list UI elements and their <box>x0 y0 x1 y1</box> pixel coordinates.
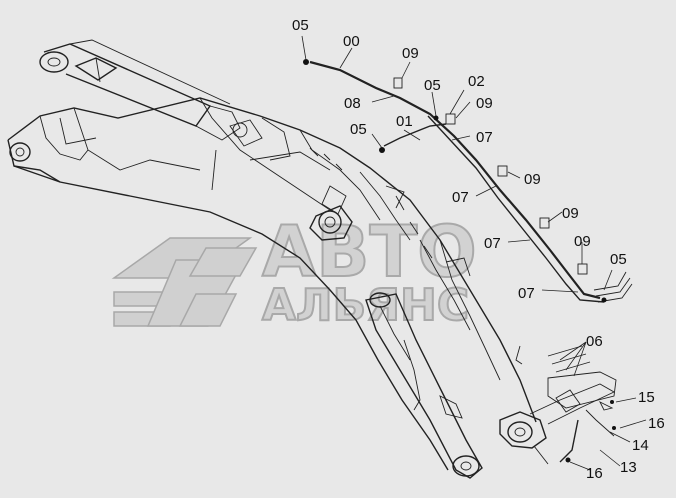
callout-07: 07 <box>476 129 493 146</box>
callout-06: 06 <box>586 333 603 350</box>
leader-lines <box>301 35 647 471</box>
hose-lines <box>309 60 633 303</box>
clamp-icon <box>577 263 588 275</box>
callout-09: 09 <box>562 205 579 222</box>
boom-tip <box>499 383 615 465</box>
clamps <box>303 59 607 303</box>
callout-00: 00 <box>343 33 360 50</box>
callout-01: 01 <box>396 113 413 130</box>
callout-09: 09 <box>574 233 591 250</box>
callout-05: 05 <box>424 77 441 94</box>
callout-13: 13 <box>620 459 637 476</box>
clamp-icon <box>393 77 403 89</box>
callout-08: 08 <box>344 95 361 112</box>
arm-cylinder <box>365 292 483 479</box>
callout-14: 14 <box>632 437 649 454</box>
main-boom <box>7 97 537 471</box>
callout-07: 07 <box>518 285 535 302</box>
boom-cylinder <box>39 39 241 141</box>
callout-05: 05 <box>610 251 627 268</box>
watermark-line2: АЛЬЯНС <box>262 280 469 331</box>
lower-pipe-assembly <box>515 345 617 463</box>
callout-07: 07 <box>452 189 469 206</box>
callout-09: 09 <box>402 45 419 62</box>
watermark: АВТО АЛЬЯНС <box>111 210 478 332</box>
callout-16: 16 <box>586 465 603 482</box>
callout-09: 09 <box>476 95 493 112</box>
callout-05: 05 <box>292 17 309 34</box>
clamp-icon <box>497 165 508 177</box>
callout-15: 15 <box>638 389 655 406</box>
clamp-icon <box>445 113 456 125</box>
callout-09: 09 <box>524 171 541 188</box>
callout-16: 16 <box>648 415 665 432</box>
boom-structure <box>7 39 615 479</box>
callout-07: 07 <box>484 235 501 252</box>
callout-02: 02 <box>468 73 485 90</box>
watermark-logo-icon <box>111 237 258 327</box>
clamp-icon <box>539 217 550 229</box>
callouts: 05 00 09 05 02 08 09 01 05 07 09 07 09 0… <box>292 17 665 482</box>
callout-05: 05 <box>350 121 367 138</box>
